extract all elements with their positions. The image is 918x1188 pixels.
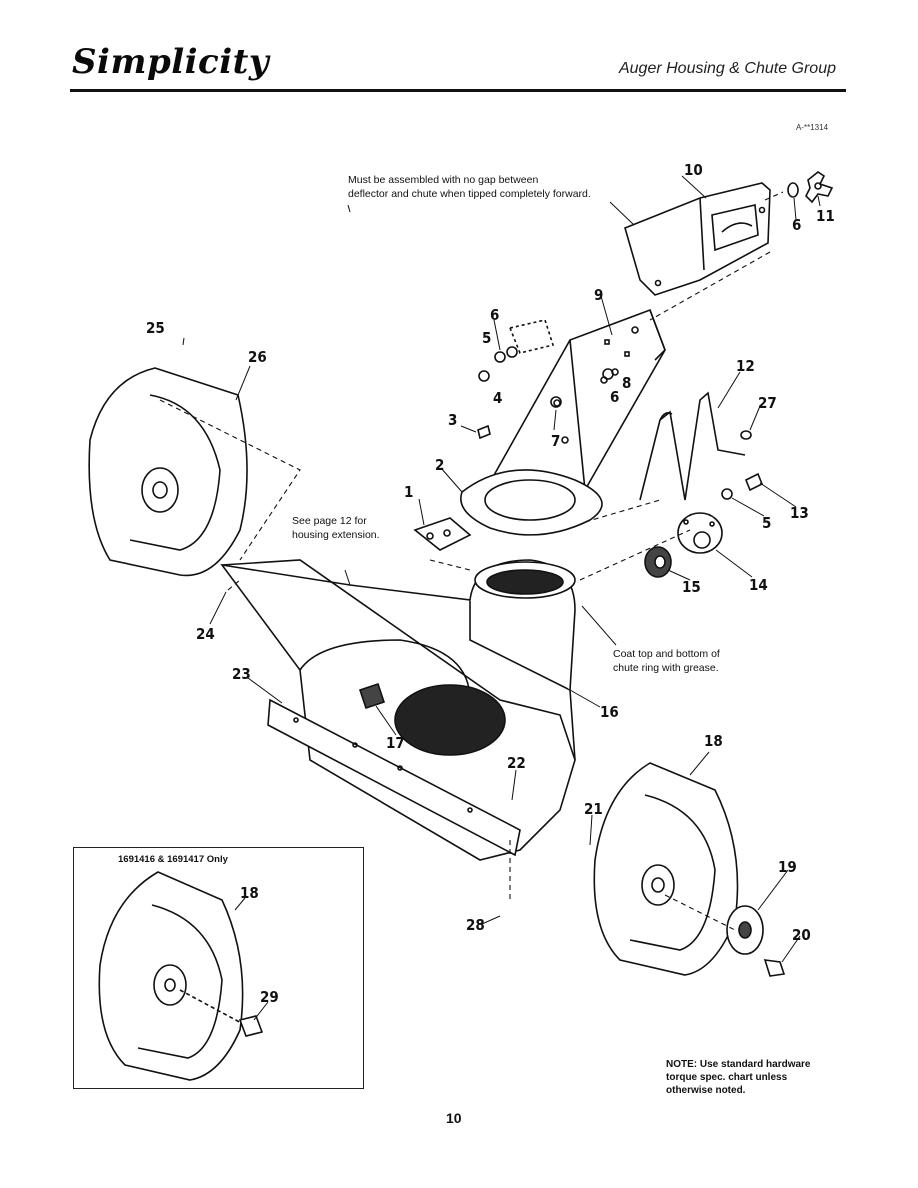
callout-24: 24 bbox=[196, 625, 215, 643]
chute-ring-part bbox=[460, 469, 603, 536]
callout-19: 19 bbox=[778, 858, 797, 876]
callout-11: 11 bbox=[816, 207, 835, 225]
page-number: 10 bbox=[446, 1110, 462, 1126]
knob-part bbox=[787, 171, 834, 204]
callout-6-side: 6 bbox=[610, 388, 619, 406]
grease-note: Coat top and bottom of chute ring with g… bbox=[613, 647, 720, 675]
callout-12: 12 bbox=[736, 357, 755, 375]
callout-6-deflector: 6 bbox=[792, 216, 801, 234]
callout-5-gasket: 5 bbox=[762, 514, 771, 532]
callout-16: 16 bbox=[600, 703, 619, 721]
deflector-note-line1: Must be assembled with no gap between bbox=[348, 174, 539, 186]
gasket-part bbox=[677, 512, 723, 554]
side-plate-left bbox=[88, 367, 248, 577]
callout-28: 28 bbox=[466, 916, 485, 934]
callout-2: 2 bbox=[435, 456, 444, 474]
gear-part bbox=[644, 546, 672, 578]
callout-6-chute: 6 bbox=[490, 306, 499, 324]
torque-note-line2: torque spec. chart unless bbox=[666, 1072, 788, 1083]
callout-3: 3 bbox=[448, 411, 457, 429]
page-title: Auger Housing & Chute Group bbox=[618, 60, 836, 77]
callout-26: 26 bbox=[248, 348, 267, 366]
callout-9: 9 bbox=[594, 286, 603, 304]
grease-note-line1: Coat top and bottom of bbox=[613, 648, 720, 660]
hardware-parts bbox=[477, 319, 764, 500]
callout-20: 20 bbox=[792, 926, 811, 944]
leader-lines bbox=[182, 175, 821, 1021]
torque-note: NOTE: Use standard hardware torque spec.… bbox=[666, 1058, 810, 1097]
assembly-lines bbox=[159, 191, 784, 931]
callout-25: 25 bbox=[146, 319, 165, 337]
side-plate-right bbox=[593, 762, 739, 976]
callout-8: 8 bbox=[622, 374, 631, 392]
header-rule bbox=[70, 89, 846, 92]
callout-10: 10 bbox=[684, 161, 703, 179]
callout-18-main: 18 bbox=[704, 732, 723, 750]
callout-18-inset: 18 bbox=[240, 884, 259, 902]
brand-logo: Simplicity bbox=[72, 42, 270, 82]
spring-part bbox=[639, 391, 746, 501]
housing-note-line1: See page 12 for bbox=[292, 515, 367, 527]
deflector-note-line2: deflector and chute when tipped complete… bbox=[348, 188, 591, 200]
scraper-bar-part bbox=[267, 698, 521, 857]
callout-29: 29 bbox=[260, 988, 279, 1006]
bolt-20 bbox=[763, 959, 786, 977]
callout-13: 13 bbox=[790, 504, 809, 522]
bracket-part bbox=[358, 682, 386, 710]
inset-title: 1691416 & 1691417 Only bbox=[118, 854, 228, 865]
inset-side-plate bbox=[98, 871, 264, 1081]
housing-note: See page 12 for housing extension. bbox=[292, 514, 380, 542]
callout-14: 14 bbox=[749, 576, 768, 594]
callout-7: 7 bbox=[551, 432, 560, 450]
torque-note-line3: otherwise noted. bbox=[666, 1085, 746, 1096]
callout-23: 23 bbox=[232, 665, 251, 683]
callout-17: 17 bbox=[386, 734, 405, 752]
drawing-reference: A-**1314 bbox=[796, 123, 829, 132]
callout-5-chute: 5 bbox=[482, 329, 491, 347]
inset-box bbox=[73, 847, 364, 1089]
callout-4: 4 bbox=[493, 389, 502, 407]
callout-1: 1 bbox=[404, 483, 413, 501]
chute-clamp-part bbox=[413, 517, 472, 551]
bearing-flange-part bbox=[726, 905, 764, 955]
torque-note-line1: NOTE: Use standard hardware bbox=[666, 1059, 811, 1070]
auger-housing-part bbox=[220, 559, 576, 861]
callouts: 10 6 11 9 6 5 4 8 6 12 27 3 7 2 1 13 5 1… bbox=[146, 161, 835, 1006]
callout-21: 21 bbox=[584, 800, 603, 818]
callout-22: 22 bbox=[507, 754, 526, 772]
callout-27: 27 bbox=[758, 394, 777, 412]
deflector-note: Must be assembled with no gap between de… bbox=[348, 173, 591, 201]
grease-note-line2: chute ring with grease. bbox=[613, 662, 719, 674]
deflector-part bbox=[624, 182, 771, 296]
callout-15: 15 bbox=[682, 578, 701, 596]
housing-note-line2: housing extension. bbox=[292, 529, 380, 541]
